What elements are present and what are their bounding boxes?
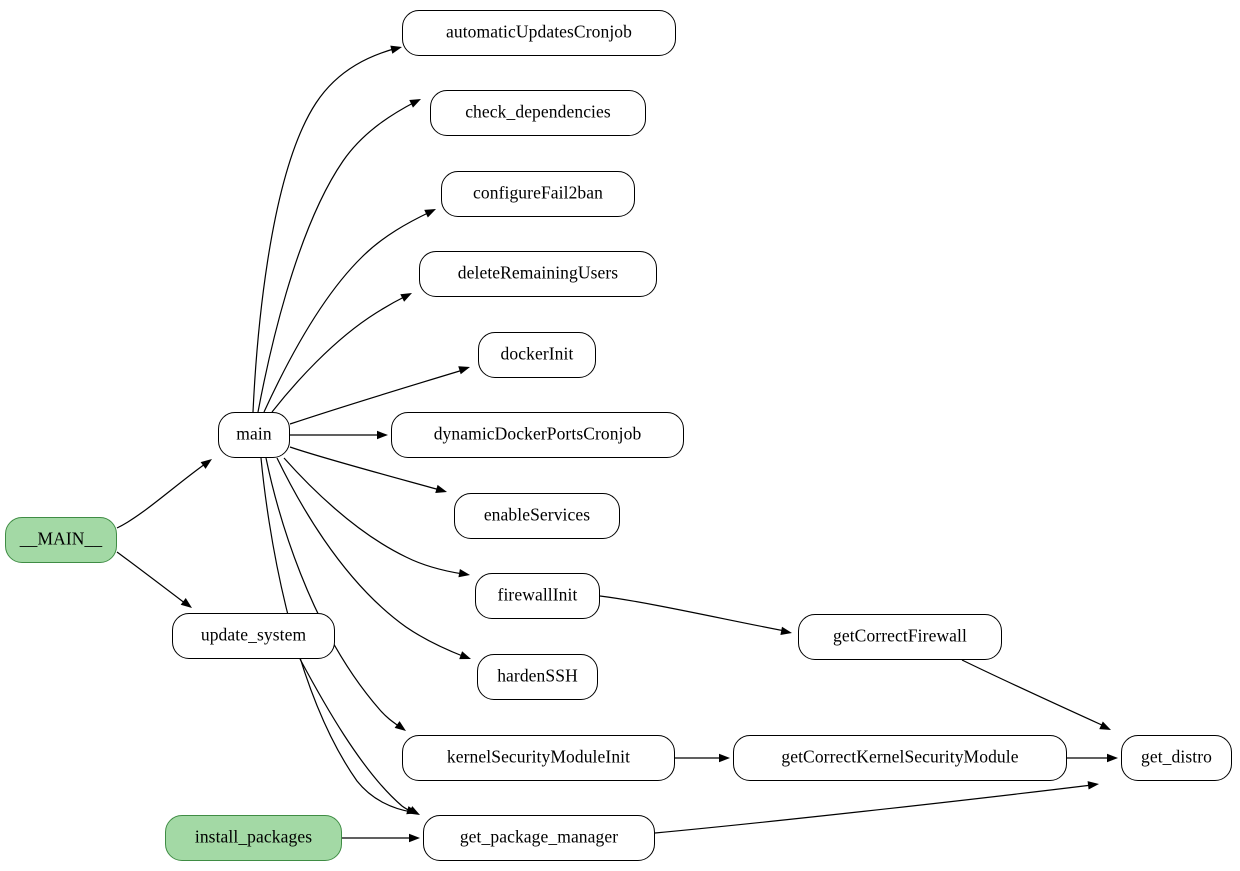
graph-node-hardenSSH[interactable]: hardenSSH xyxy=(477,654,598,700)
graph-edge-main-to-kernelSecurityModuleInit xyxy=(265,457,406,731)
graph-node-main[interactable]: main xyxy=(218,412,290,458)
arrowhead-icon xyxy=(390,45,402,54)
arrowhead-icon xyxy=(1087,781,1099,790)
arrowhead-icon xyxy=(458,568,470,578)
graph-edge-firewallInit-to-getCorrectFirewall xyxy=(599,595,792,636)
arrowhead-icon xyxy=(1107,753,1118,763)
arrowhead-icon xyxy=(459,651,471,660)
graph-edge-main-to-dynamicDockerPortsCronjob xyxy=(290,430,388,440)
graph-node-update_system[interactable]: update_system xyxy=(172,613,335,659)
graph-node-getCorrectKernelSecurityModule[interactable]: getCorrectKernelSecurityModule xyxy=(733,735,1067,781)
graph-node-label: getCorrectKernelSecurityModule xyxy=(781,746,1019,767)
arrowhead-icon xyxy=(180,598,192,608)
graph-node-configureFail2ban[interactable]: configureFail2ban xyxy=(441,171,635,217)
graph-node-dynamicDockerPortsCronjob[interactable]: dynamicDockerPortsCronjob xyxy=(391,412,684,458)
graph-node-get_package_manager[interactable]: get_package_manager xyxy=(423,815,655,861)
arrowhead-icon xyxy=(394,721,406,731)
arrowhead-icon xyxy=(408,806,420,815)
graph-edge-main_entry-to-main xyxy=(116,459,212,529)
graph-node-label: update_system xyxy=(200,624,307,645)
graph-node-label: automaticUpdatesCronjob xyxy=(445,21,632,42)
arrowhead-icon xyxy=(406,806,418,815)
graph-edge-main-to-automaticUpdatesCronjob xyxy=(252,45,402,413)
graph-node-label: kernelSecurityModuleInit xyxy=(446,746,631,767)
arrowhead-icon xyxy=(458,366,470,375)
graph-node-get_distro[interactable]: get_distro xyxy=(1121,735,1232,781)
arrowhead-icon xyxy=(409,99,421,108)
graph-node-label: dynamicDockerPortsCronjob xyxy=(433,423,642,444)
arrowhead-icon xyxy=(377,430,388,440)
graph-edge-main-to-deleteRemainingUsers xyxy=(271,293,412,413)
graph-edge-kernelSecurityModuleInit-to-getCorrectKernelSecurityModule xyxy=(675,753,730,763)
graph-edge-main-to-configureFail2ban xyxy=(263,209,436,413)
arrowhead-icon xyxy=(780,626,792,636)
graph-node-label: main xyxy=(236,423,272,444)
graph-edge-update_system-to-get_package_manager xyxy=(299,658,420,815)
graph-node-label: dockerInit xyxy=(500,343,574,364)
graph-edge-main_entry-to-update_system xyxy=(116,551,192,608)
graph-node-check_dependencies[interactable]: check_dependencies xyxy=(430,90,646,136)
graph-node-label: deleteRemainingUsers xyxy=(457,262,619,283)
graph-edge-install_packages-to-get_package_manager xyxy=(342,833,420,843)
graph-node-getCorrectFirewall[interactable]: getCorrectFirewall xyxy=(798,614,1002,660)
graph-node-enableServices[interactable]: enableServices xyxy=(454,493,620,539)
graph-node-deleteRemainingUsers[interactable]: deleteRemainingUsers xyxy=(419,251,657,297)
arrowhead-icon xyxy=(200,459,212,469)
graph-node-label: configureFail2ban xyxy=(473,182,603,203)
graph-node-install_packages[interactable]: install_packages xyxy=(165,815,342,861)
graph-node-label: enableServices xyxy=(483,504,591,525)
graph-edge-main-to-firewallInit xyxy=(283,457,470,578)
graph-node-label: hardenSSH xyxy=(497,665,578,686)
graph-node-label: firewallInit xyxy=(497,584,578,605)
graph-edge-get_package_manager-to-get_distro xyxy=(654,781,1099,834)
graph-node-kernelSecurityModuleInit[interactable]: kernelSecurityModuleInit xyxy=(402,735,675,781)
graph-node-label: install_packages xyxy=(194,826,313,847)
graph-node-label: get_distro xyxy=(1141,746,1212,767)
graph-node-label: check_dependencies xyxy=(465,101,611,122)
graph-node-label: __MAIN__ xyxy=(19,528,103,549)
graph-node-dockerInit[interactable]: dockerInit xyxy=(478,332,596,378)
graph-node-label: get_package_manager xyxy=(459,826,619,847)
arrowhead-icon xyxy=(409,833,420,843)
arrowhead-icon xyxy=(424,209,436,218)
graph-edge-main-to-check_dependencies xyxy=(257,99,421,413)
graph-edge-getCorrectFirewall-to-get_distro xyxy=(961,659,1111,730)
arrowhead-icon xyxy=(435,484,447,494)
graph-node-automaticUpdatesCronjob[interactable]: automaticUpdatesCronjob xyxy=(402,10,676,56)
arrowhead-icon xyxy=(719,753,730,763)
graph-node-main_entry[interactable]: __MAIN__ xyxy=(5,517,117,563)
graph-node-label: getCorrectFirewall xyxy=(833,625,967,646)
graph-node-firewallInit[interactable]: firewallInit xyxy=(475,573,600,619)
arrowhead-icon xyxy=(400,293,412,302)
arrowhead-icon xyxy=(1099,721,1111,730)
graph-edge-getCorrectKernelSecurityModule-to-get_distro xyxy=(1067,753,1118,763)
